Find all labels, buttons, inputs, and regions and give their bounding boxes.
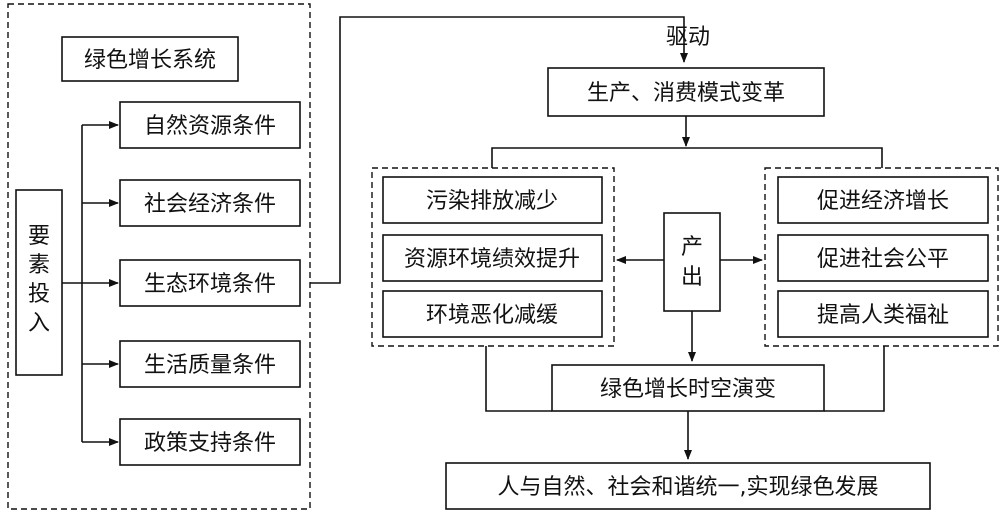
condition-natural-resources: 自然资源条件 — [144, 114, 276, 139]
condition-box-policy-support — [119, 418, 301, 466]
environment-effects-group — [371, 167, 615, 347]
output-char-2: 出 — [681, 265, 703, 290]
condition-quality-of-life: 生活质量条件 — [144, 353, 276, 378]
system-title: 绿色增长系统 — [84, 48, 216, 73]
drive-path — [310, 16, 688, 284]
system-boundary — [7, 3, 311, 510]
effect-box-social-equity — [777, 234, 989, 282]
goal-box — [445, 462, 931, 510]
effect-box-pollution — [382, 176, 603, 224]
output-char-1: 产 — [681, 235, 703, 260]
condition-box-natural-resources — [119, 101, 301, 149]
output-box — [663, 212, 721, 312]
effect-box-performance — [382, 234, 603, 282]
goal: 人与自然、社会和谐统一,实现绿色发展 — [498, 475, 879, 500]
effect-human-wellbeing: 提高人类福祉 — [817, 303, 949, 328]
input-char-4: 入 — [28, 311, 50, 336]
condition-box-quality-of-life — [119, 340, 301, 388]
input-char-2: 素 — [28, 253, 50, 278]
social-effects-group — [764, 167, 999, 347]
condition-box-socioeconomic — [119, 179, 301, 227]
effect-box-degradation — [382, 290, 603, 338]
input-char-3: 投 — [28, 282, 50, 307]
right-group-connector — [824, 346, 885, 412]
input-box — [15, 189, 63, 376]
condition-socioeconomic: 社会经济条件 — [144, 192, 276, 217]
condition-policy-support: 政策支持条件 — [144, 431, 276, 456]
condition-box-ecological-environment — [119, 259, 301, 307]
condition-ecological-environment: 生态环境条件 — [144, 272, 276, 297]
split-bracket — [491, 147, 883, 168]
evolution: 绿色增长时空演变 — [600, 377, 776, 402]
effect-box-economic-growth — [777, 176, 989, 224]
mode-change: 生产、消费模式变革 — [587, 81, 785, 106]
mode-change-box — [547, 67, 825, 117]
effect-social-equity: 促进社会公平 — [817, 247, 949, 272]
effect-box-human-wellbeing — [777, 290, 989, 338]
effect-economic-growth: 促进经济增长 — [817, 189, 949, 214]
evolution-box — [551, 364, 825, 412]
system-title-box — [61, 36, 239, 82]
drive-label: 驱动 — [666, 25, 710, 50]
left-group-connector — [485, 346, 552, 412]
input-char-1: 要 — [28, 224, 50, 249]
effect-pollution-reduction: 污染排放减少 — [426, 189, 558, 214]
effect-performance-improvement: 资源环境绩效提升 — [404, 247, 580, 272]
effect-degradation-slowing: 环境恶化减缓 — [426, 303, 558, 328]
